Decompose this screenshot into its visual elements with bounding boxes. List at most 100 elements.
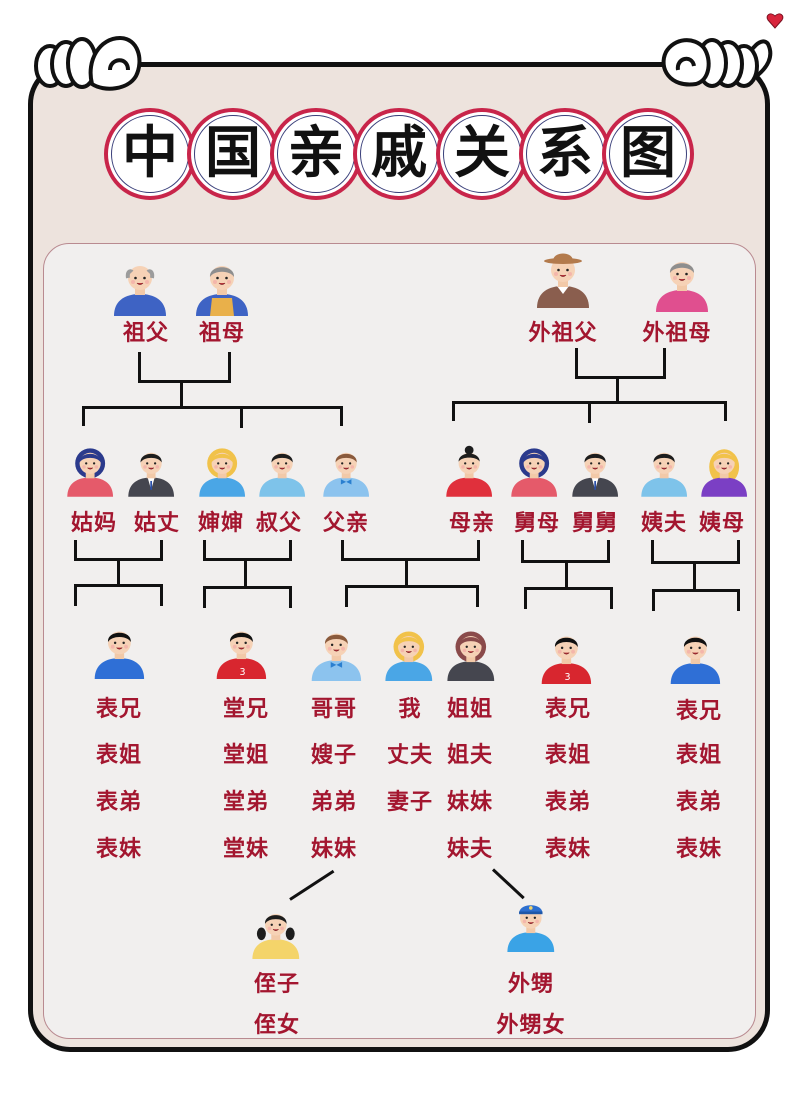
- title-char-circle: 亲: [270, 108, 362, 200]
- connector-line: [341, 558, 480, 561]
- label-sibling: 妹夫: [446, 836, 494, 862]
- title-char-circle: 中: [104, 108, 196, 200]
- title-char: 系: [537, 121, 593, 186]
- title-char-circle: 图: [602, 108, 694, 200]
- connector-line: [477, 540, 480, 560]
- connector-line: [240, 406, 243, 428]
- man-suit-avatar-icon: [572, 452, 618, 497]
- woman-bun-avatar-icon: [446, 445, 492, 497]
- label-sororal-nephew: 外甥: [507, 971, 555, 997]
- svg-text:3: 3: [564, 672, 570, 683]
- connector-line: [652, 589, 655, 611]
- connector-line: [289, 540, 292, 560]
- label-father: 父亲: [322, 510, 370, 536]
- right-hand-icon: [661, 38, 773, 88]
- label-sibling: 姐姐: [446, 696, 494, 722]
- label-spouse: 妻子: [386, 789, 434, 815]
- label-cousin: 表妹: [675, 836, 723, 862]
- connector-line: [82, 406, 343, 409]
- connector-line: [724, 401, 727, 421]
- label-grandfather: 祖父: [122, 320, 170, 346]
- man-bowtie-avatar-icon: [311, 633, 361, 681]
- title-char-circle: 国: [187, 108, 279, 200]
- boy-red-jersey-avatar-icon: 3: [216, 631, 266, 679]
- connector-line: [160, 584, 163, 606]
- connector-line: [117, 558, 120, 586]
- connector-line: [524, 587, 613, 590]
- woman-short-brown-avatar-icon: [447, 631, 495, 681]
- label-paternal-cousin: 堂姐: [222, 742, 270, 768]
- elderly-woman-avatar-icon: [656, 262, 708, 312]
- label-cousin: 表弟: [95, 789, 143, 815]
- label-paternal-aunt-husband: 姑丈: [133, 510, 181, 536]
- title-char: 国: [205, 121, 261, 186]
- woman-blonde-avatar-icon: [385, 631, 433, 681]
- label-mother: 母亲: [448, 510, 496, 536]
- label-paternal-cousin: 堂妹: [222, 836, 270, 862]
- connector-line: [340, 406, 343, 426]
- connector-line: [521, 540, 524, 562]
- label-sibling: 哥哥: [310, 696, 358, 722]
- connector-line: [575, 348, 578, 378]
- man-floral-avatar-icon: [641, 452, 687, 497]
- title-char: 亲: [288, 121, 344, 186]
- connector-line: [203, 586, 292, 589]
- connector-line: [651, 540, 654, 562]
- connector-line: [74, 584, 163, 587]
- connector-line: [737, 589, 740, 611]
- label-maternal-aunt-husband: 姨夫: [640, 510, 688, 536]
- label-cousin: 表兄: [675, 698, 723, 724]
- label-sibling: 姐夫: [446, 742, 494, 768]
- connector-line: [610, 587, 613, 609]
- label-sibling: 嫂子: [310, 742, 358, 768]
- man-bowtie-avatar-icon: [323, 452, 369, 497]
- boy-blue-avatar-icon: [94, 631, 144, 679]
- left-hand-icon: [34, 35, 142, 91]
- label-cousin: 表姐: [544, 742, 592, 768]
- connector-line: [452, 401, 455, 421]
- label-niece: 侄女: [253, 1012, 301, 1038]
- connector-line: [203, 586, 206, 608]
- woman-long-blonde-avatar-icon: [701, 449, 747, 497]
- elderly-woman-apron-avatar-icon: [196, 266, 248, 316]
- label-cousin: 表弟: [675, 789, 723, 815]
- connector-line: [74, 584, 77, 606]
- label-maternal-uncle: 舅舅: [571, 510, 619, 536]
- label-paternal-cousin: 堂弟: [222, 789, 270, 815]
- heart-icon: [766, 13, 784, 29]
- label-nephew: 侄子: [253, 971, 301, 997]
- label-sibling: 妹妹: [446, 789, 494, 815]
- connector-line: [203, 558, 292, 561]
- label-maternal-uncle-wife: 舅母: [513, 510, 561, 536]
- connector-line: [345, 585, 478, 588]
- label-sororal-niece: 外甥女: [496, 1012, 566, 1038]
- title-char-circle: 戚: [353, 108, 445, 200]
- label-cousin: 表妹: [544, 836, 592, 862]
- connector-line: [82, 406, 85, 426]
- label-maternal-aunt: 姨母: [698, 510, 746, 536]
- connector-line: [180, 380, 183, 408]
- connector-line: [524, 587, 527, 609]
- boy-blue-avatar-icon: [670, 636, 720, 684]
- label-cousin: 表妹: [95, 836, 143, 862]
- label-paternal-aunt: 姑妈: [70, 510, 118, 536]
- page-title: 中 国 亲 戚 关 系 图: [104, 108, 696, 200]
- connector-line: [607, 540, 610, 562]
- label-grandmother: 祖母: [198, 320, 246, 346]
- man-floral-avatar-icon: [259, 452, 305, 497]
- label-paternal-uncle-wife: 婶婶: [197, 510, 245, 536]
- label-cousin: 表兄: [544, 696, 592, 722]
- title-char: 关: [454, 121, 510, 186]
- woman-blonde-avatar-icon: [199, 448, 245, 497]
- label-cousin: 表弟: [544, 789, 592, 815]
- connector-line: [405, 558, 408, 586]
- connector-line: [74, 540, 77, 560]
- title-char: 图: [620, 121, 676, 186]
- connector-line: [244, 558, 247, 586]
- connector-line: [160, 540, 163, 560]
- connector-line: [565, 560, 568, 588]
- label-cousin: 表兄: [95, 696, 143, 722]
- label-maternal-grandmother: 外祖母: [642, 320, 712, 346]
- connector-line: [575, 376, 666, 379]
